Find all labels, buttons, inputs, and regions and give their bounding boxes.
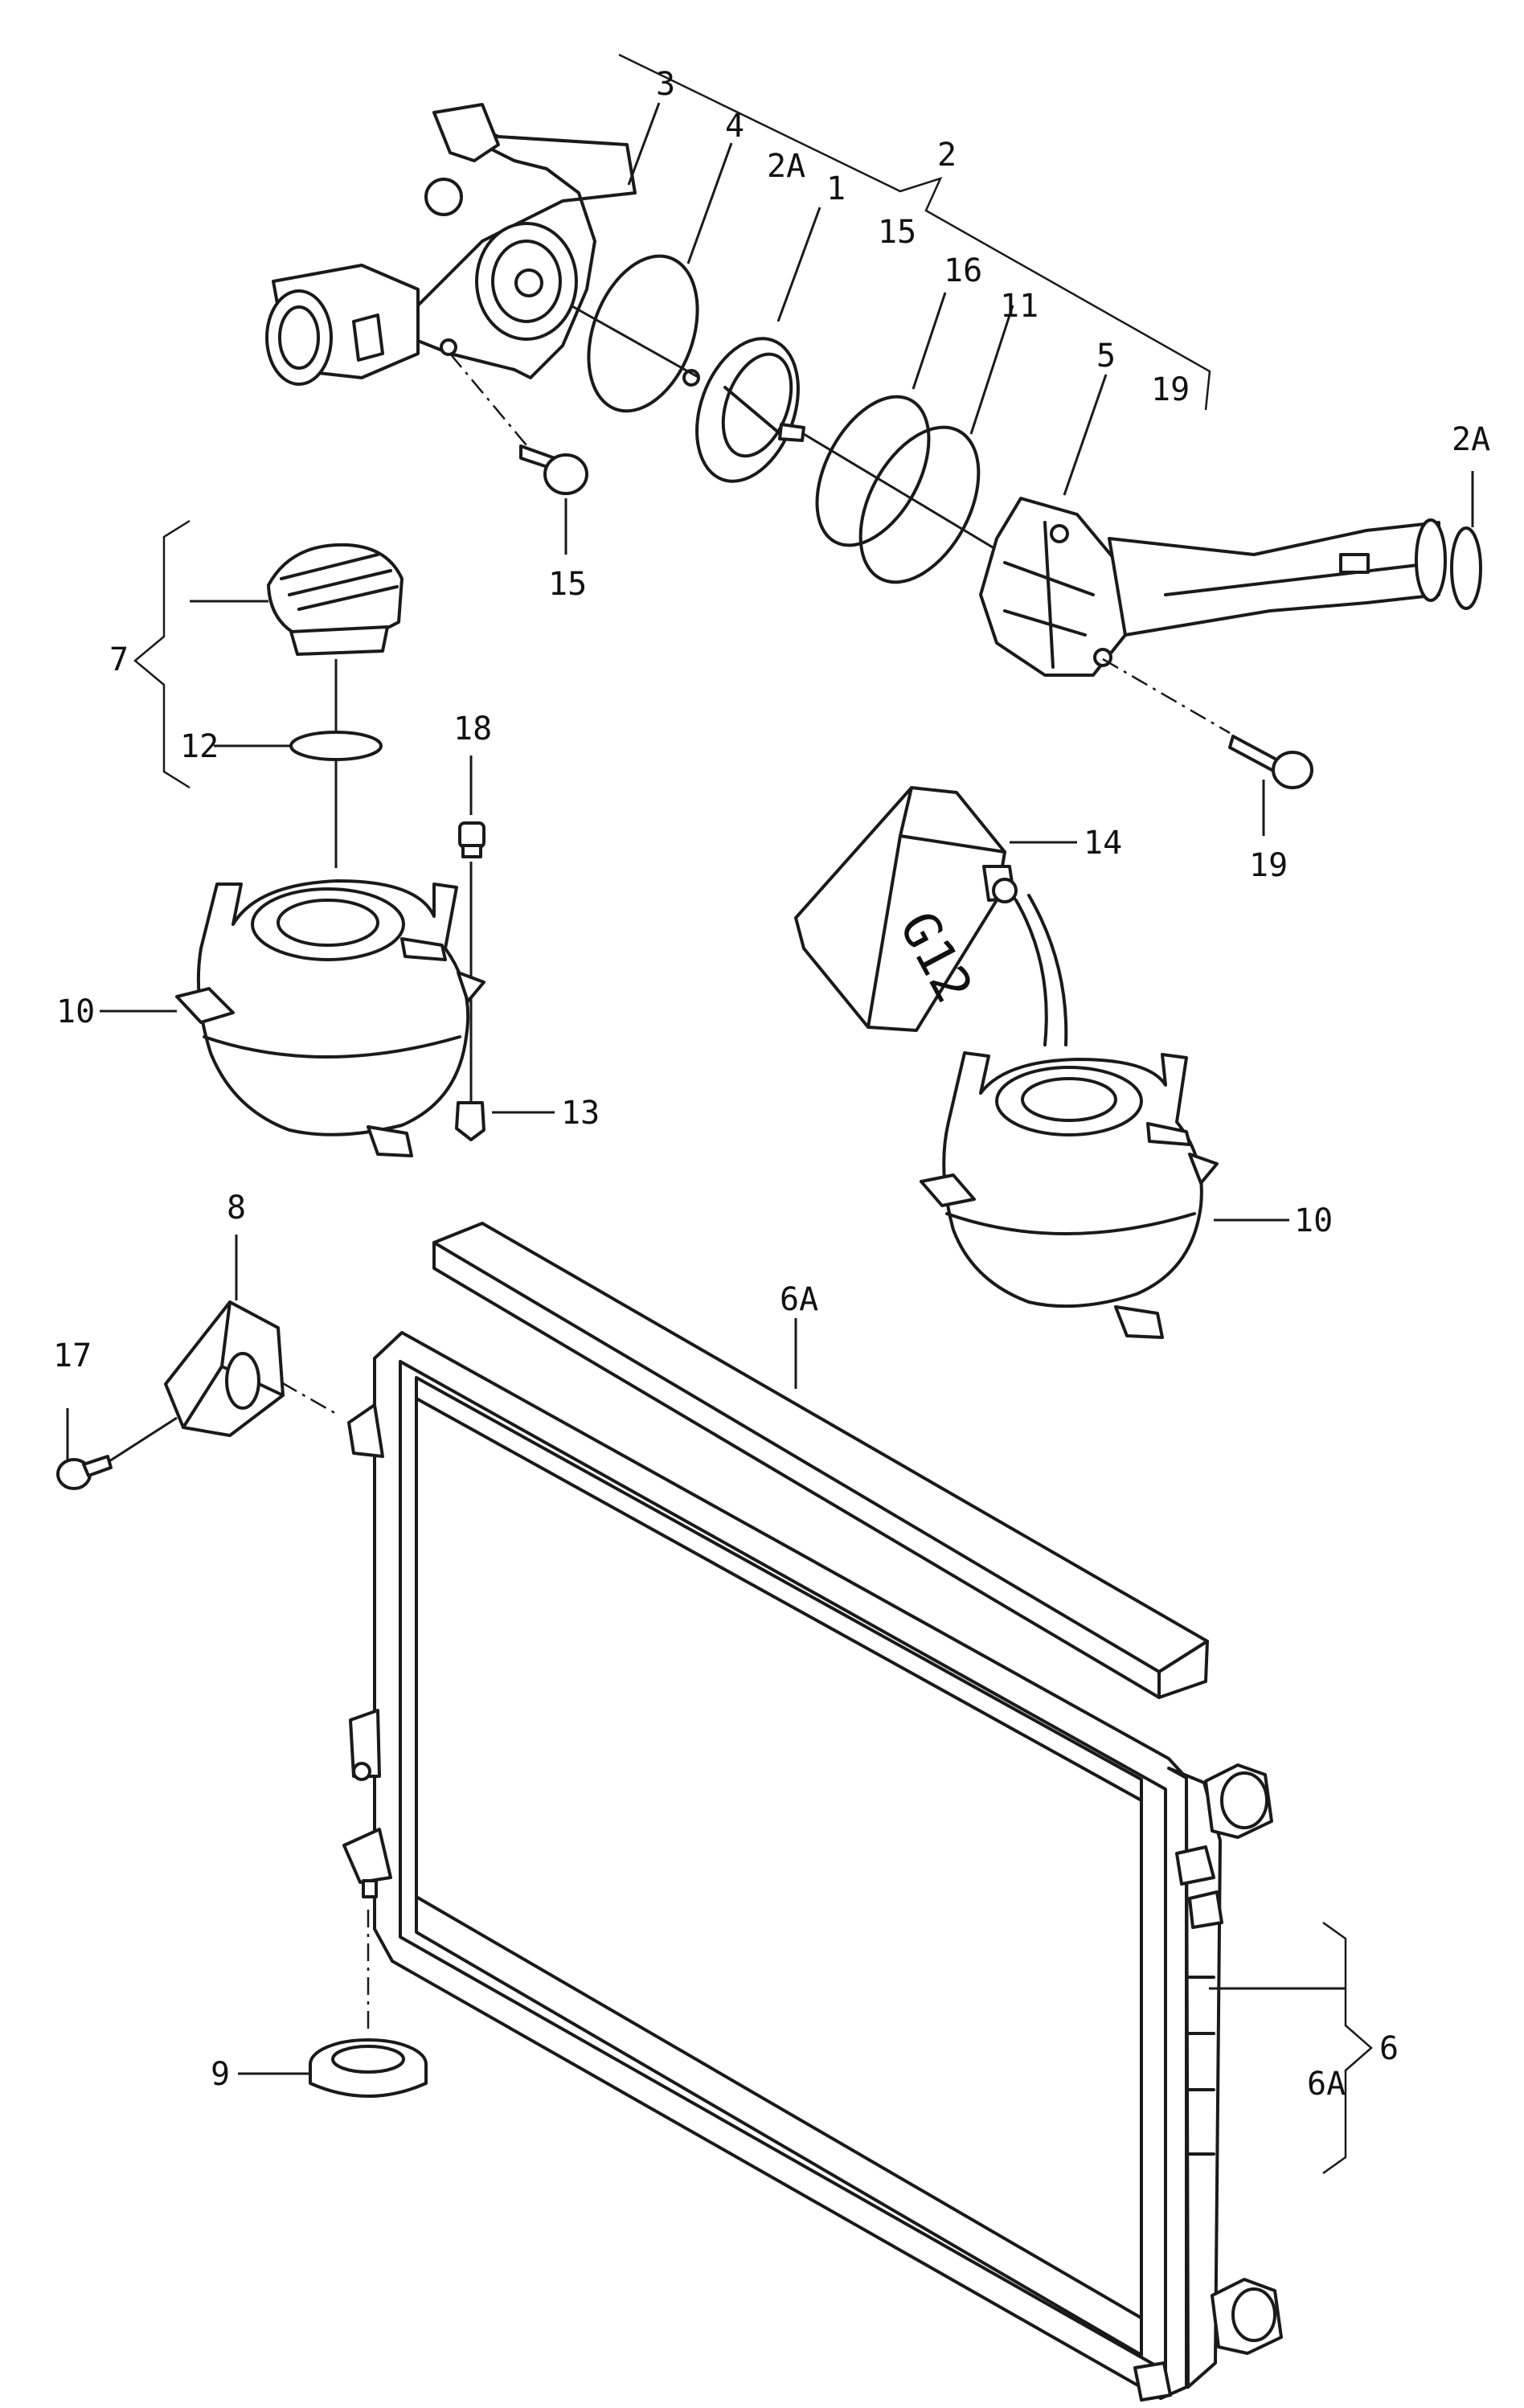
label-4: 4 — [725, 108, 744, 145]
label-13: 13 — [561, 1095, 600, 1132]
label-19-bottom: 19 — [1249, 847, 1288, 884]
rubber-mount-part-9 — [309, 2038, 428, 2098]
seal-strip-part-6a — [432, 1222, 1209, 1699]
screw-part-17 — [56, 1455, 113, 1490]
axis-line-screw-15 — [449, 353, 531, 451]
screw-part-15 — [519, 444, 588, 495]
coolant-stream — [1014, 894, 1068, 1046]
label-10-right: 10 — [1294, 1202, 1333, 1239]
label-7: 7 — [109, 641, 129, 678]
leader-16 — [912, 292, 947, 390]
expansion-tank-left-part-10 — [175, 879, 485, 1157]
label-2: 2 — [937, 137, 957, 174]
label-10-left: 10 — [56, 993, 95, 1030]
label-6a-top: 6A — [780, 1281, 818, 1318]
coolant-pipe-part-5 — [979, 497, 1447, 677]
o-ring-part-4 — [587, 254, 699, 413]
label-19-top: 19 — [1151, 371, 1190, 408]
sensor-plug-part-18 — [458, 821, 485, 858]
seal-part-12 — [289, 731, 383, 761]
axis-line-screw-19 — [1102, 657, 1231, 735]
label-11: 11 — [1000, 288, 1039, 325]
leader-5 — [1063, 374, 1108, 496]
o-ring-part-16 — [815, 395, 931, 547]
axis-line-upper — [570, 304, 1006, 556]
label-3: 3 — [656, 66, 675, 103]
label-6a-side: 6A — [1307, 2066, 1346, 2103]
label-9: 9 — [211, 2056, 230, 2093]
label-6: 6 — [1379, 2030, 1399, 2067]
label-15-bottom: 15 — [548, 566, 587, 603]
label-1: 1 — [826, 170, 846, 207]
leader-11 — [969, 305, 1014, 435]
cap-brace-7 — [133, 519, 190, 789]
axis-line-17 — [109, 1416, 178, 1463]
label-14: 14 — [1084, 825, 1122, 862]
label-18: 18 — [453, 711, 492, 747]
radiator-brace-6 — [1322, 1921, 1373, 2175]
radiator-part-6 — [342, 1331, 1283, 2402]
clip-nut-part-13 — [455, 1101, 485, 1141]
filler-cap-part-7 — [267, 543, 404, 656]
label-2a-top: 2A — [767, 148, 805, 185]
thermostat-housing-part-3 — [265, 103, 637, 386]
leader-3 — [627, 102, 661, 186]
expansion-tank-right-part-10 — [920, 1051, 1219, 1339]
label-8: 8 — [227, 1190, 246, 1227]
bracket-part-8 — [164, 1300, 285, 1437]
label-2a-right: 2A — [1452, 421, 1490, 458]
screw-part-19 — [1228, 735, 1313, 789]
label-16: 16 — [944, 252, 982, 289]
axis-line-bracket — [281, 1381, 338, 1416]
label-17: 17 — [53, 1337, 92, 1374]
o-ring-part-11 — [858, 425, 981, 584]
leader-1 — [776, 207, 821, 322]
thermostat-part-1 — [682, 337, 805, 483]
ring-part-2a — [1450, 526, 1482, 610]
label-15-top: 15 — [878, 214, 916, 251]
label-12: 12 — [180, 728, 219, 765]
coolant-bottle-part-14: G12 — [794, 786, 1018, 1032]
leader-4 — [686, 142, 733, 264]
assembly-brace-2 — [618, 53, 1211, 411]
label-5: 5 — [1096, 338, 1116, 375]
